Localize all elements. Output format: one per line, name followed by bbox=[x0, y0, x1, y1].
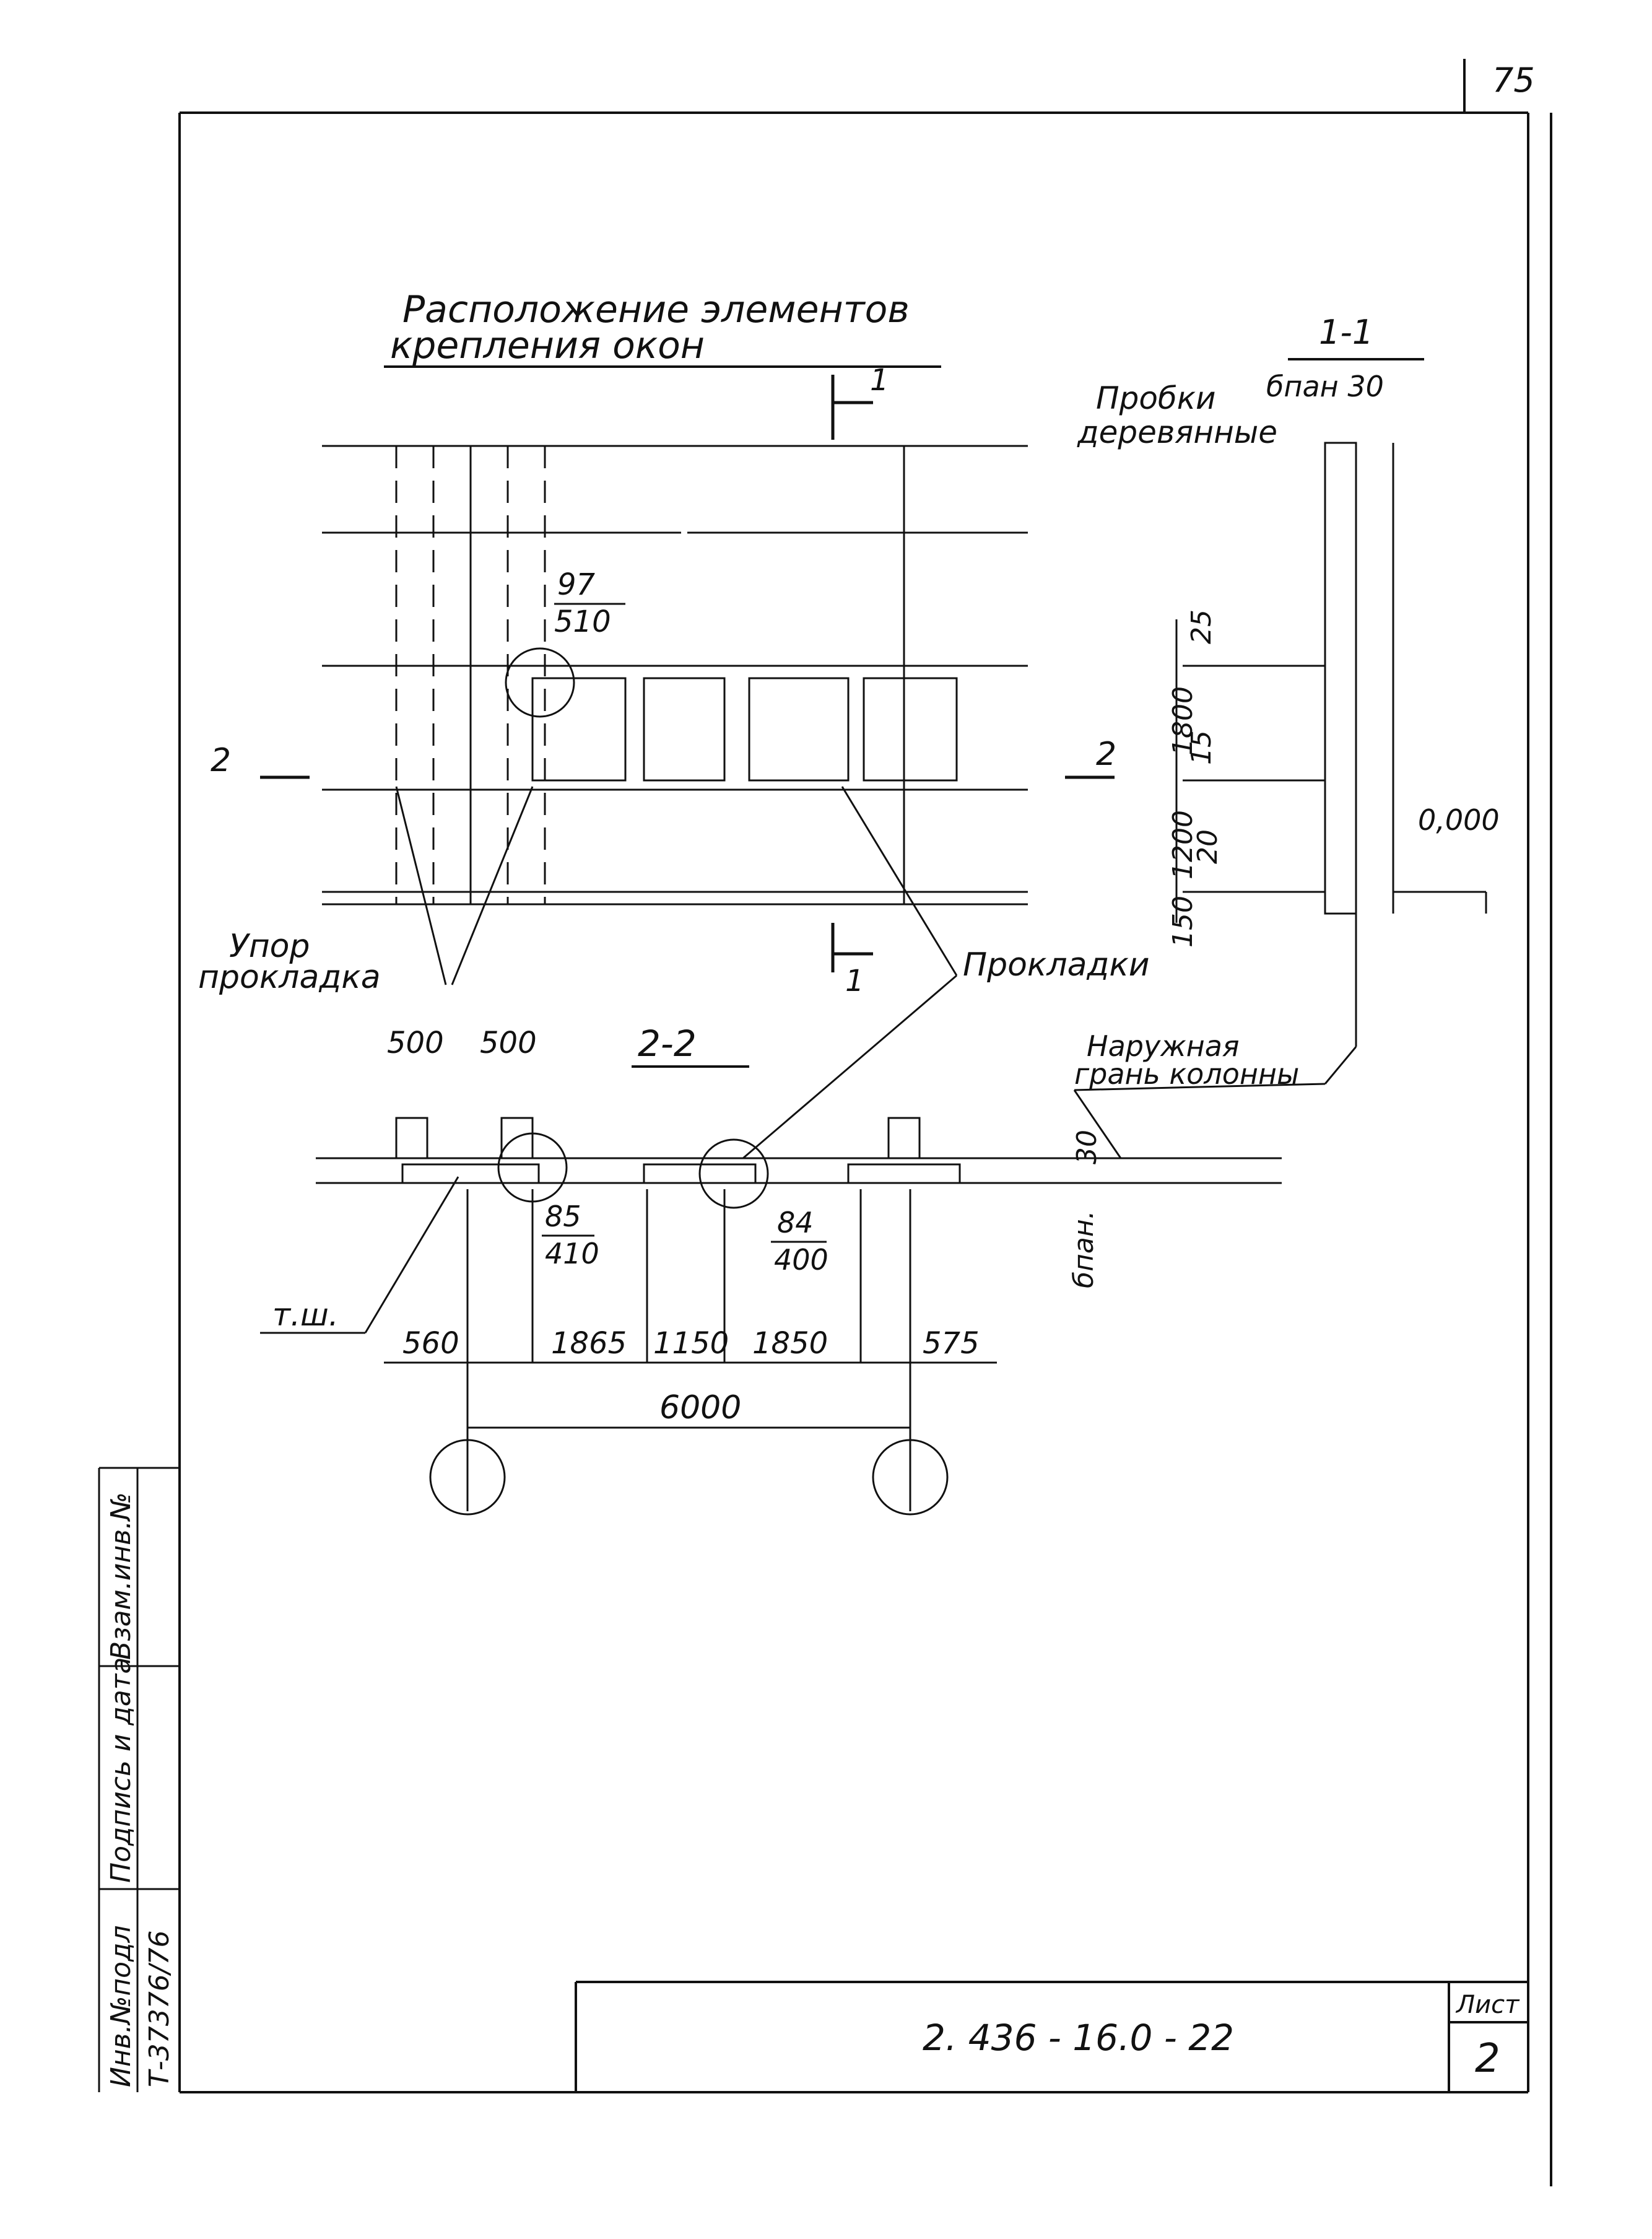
page-number: 75 bbox=[1492, 61, 1535, 100]
dim-30: 30 bbox=[1071, 1130, 1103, 1164]
label-pads: Прокладки bbox=[963, 946, 1150, 984]
plan-title-line2: крепления окон bbox=[390, 324, 705, 367]
section-1-1: 1-1 бпан 30 Пробки деревянные 25 1800 15… bbox=[1073, 313, 1500, 1159]
dim-500-a: 500 bbox=[387, 1026, 444, 1060]
plan-title-line1: Расположение элементов bbox=[402, 288, 910, 331]
outer-face-line1: Наружная bbox=[1087, 1029, 1240, 1063]
level-0: 0,000 bbox=[1418, 803, 1500, 837]
label-tsh: т.ш. bbox=[272, 1297, 339, 1333]
dim-15: 15 bbox=[1186, 730, 1217, 765]
plan-detail-97: 97 bbox=[557, 567, 596, 602]
title-block bbox=[575, 1981, 1528, 2092]
detail-84: 84 bbox=[777, 1206, 814, 1239]
section-2-2-title: 2-2 bbox=[638, 1023, 697, 1065]
section-2-2: 2-2 500 500 85 410 84 400 30 бпан. т.ш. bbox=[260, 1023, 1282, 1516]
section-2-mark-right: 2 bbox=[1096, 736, 1116, 773]
dim-1150: 1150 bbox=[653, 1326, 729, 1361]
dim-1200: 1200 bbox=[1167, 810, 1199, 879]
stamp-signature-date: Подпись и дата bbox=[105, 1657, 137, 1883]
section-1-1-title: 1-1 bbox=[1319, 313, 1373, 352]
section-1-mark-top: 1 bbox=[870, 363, 889, 398]
dim-560: 560 bbox=[402, 1326, 459, 1361]
dim-1850: 1850 bbox=[752, 1326, 828, 1361]
label-pad: прокладка bbox=[198, 959, 381, 996]
stamp-replace-inv: Взам.инв.№ bbox=[105, 1492, 137, 1660]
dim-6000: 6000 bbox=[659, 1389, 741, 1426]
stamp-inv-value: Т-37376/76 bbox=[144, 1930, 175, 2087]
side-stamp: Взам.инв.№ Подпись и дата Инв.№подл Т-37… bbox=[98, 1467, 180, 2092]
dim-20: 20 bbox=[1192, 829, 1224, 864]
plan-view: Расположение элементов крепления окон bbox=[198, 288, 1150, 1159]
dim-575: 575 bbox=[923, 1326, 980, 1361]
section-2-mark-left: 2 bbox=[211, 742, 231, 779]
detail-400: 400 bbox=[774, 1243, 828, 1277]
sheet-label: Лист bbox=[1455, 1991, 1520, 2019]
dim-150: 150 bbox=[1167, 896, 1199, 948]
detail-85: 85 bbox=[545, 1200, 581, 1233]
stamp-inv-orig: Инв.№подл bbox=[105, 1925, 137, 2087]
section-1-mark-bottom: 1 bbox=[845, 964, 864, 998]
plugs-label-line1: Пробки bbox=[1096, 380, 1215, 416]
sheet-number: 2 bbox=[1475, 2036, 1500, 2082]
dim-1800: 1800 bbox=[1167, 686, 1199, 756]
detail-410: 410 bbox=[545, 1237, 599, 1270]
section-1-1-dim-top: бпан 30 bbox=[1266, 370, 1384, 403]
drawing-code: 2. 436 - 16.0 - 22 bbox=[923, 2017, 1234, 2059]
plan-detail-510: 510 bbox=[554, 604, 611, 639]
dim-25: 25 bbox=[1186, 609, 1217, 644]
dim-bpan: бпан. bbox=[1068, 1210, 1100, 1288]
dim-500-b: 500 bbox=[480, 1026, 537, 1060]
label-stop: Упор bbox=[229, 928, 310, 965]
dim-1865: 1865 bbox=[551, 1326, 627, 1361]
sheet-frame bbox=[178, 59, 1552, 2186]
plugs-label-line2: деревянные bbox=[1077, 414, 1277, 450]
